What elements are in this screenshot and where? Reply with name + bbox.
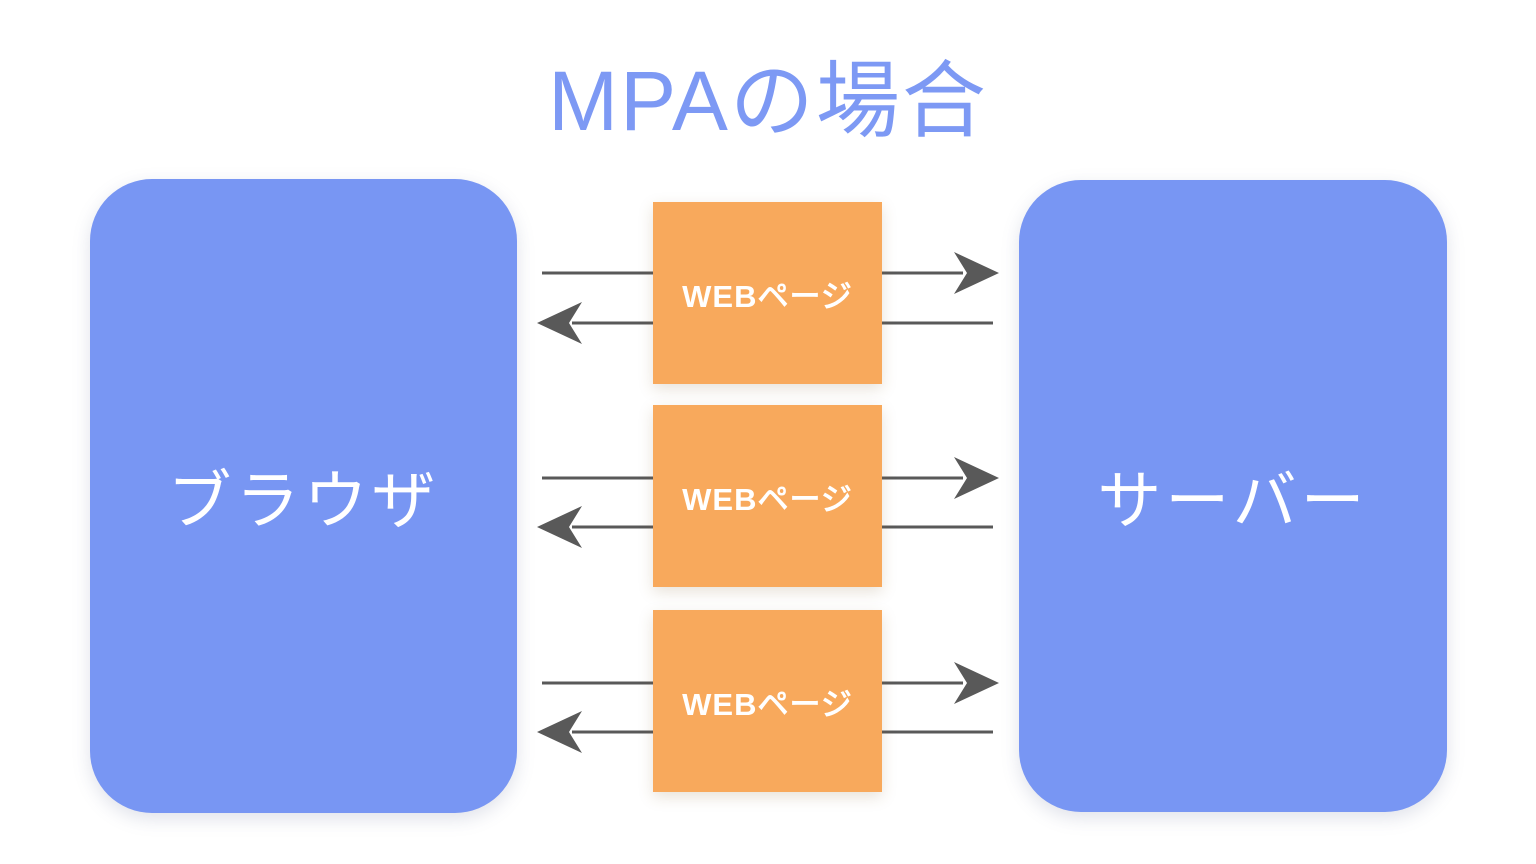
server-node-label: サーバー <box>1097 465 1369 537</box>
webpage-box-2-label: WEBページ <box>682 481 853 517</box>
request-arrow-3-head-icon <box>954 662 999 704</box>
browser-node: ブラウザ <box>90 179 517 813</box>
response-arrow-2-head-icon <box>537 506 582 548</box>
server-node: サーバー <box>1019 180 1447 812</box>
request-arrow-2-head-icon <box>954 457 999 499</box>
diagram-title: MPAの場合 <box>548 54 988 148</box>
webpage-box-2: WEBページ <box>653 405 882 587</box>
webpage-box-1-label: WEBページ <box>682 278 853 314</box>
browser-node-label: ブラウザ <box>167 465 440 537</box>
webpage-box-3: WEBページ <box>653 610 882 792</box>
request-arrow-1-head-icon <box>954 252 999 294</box>
webpage-box-3-label: WEBページ <box>682 686 853 722</box>
response-arrow-3-head-icon <box>537 711 582 753</box>
response-arrow-1-head-icon <box>537 302 582 344</box>
webpage-box-1: WEBページ <box>653 202 882 384</box>
